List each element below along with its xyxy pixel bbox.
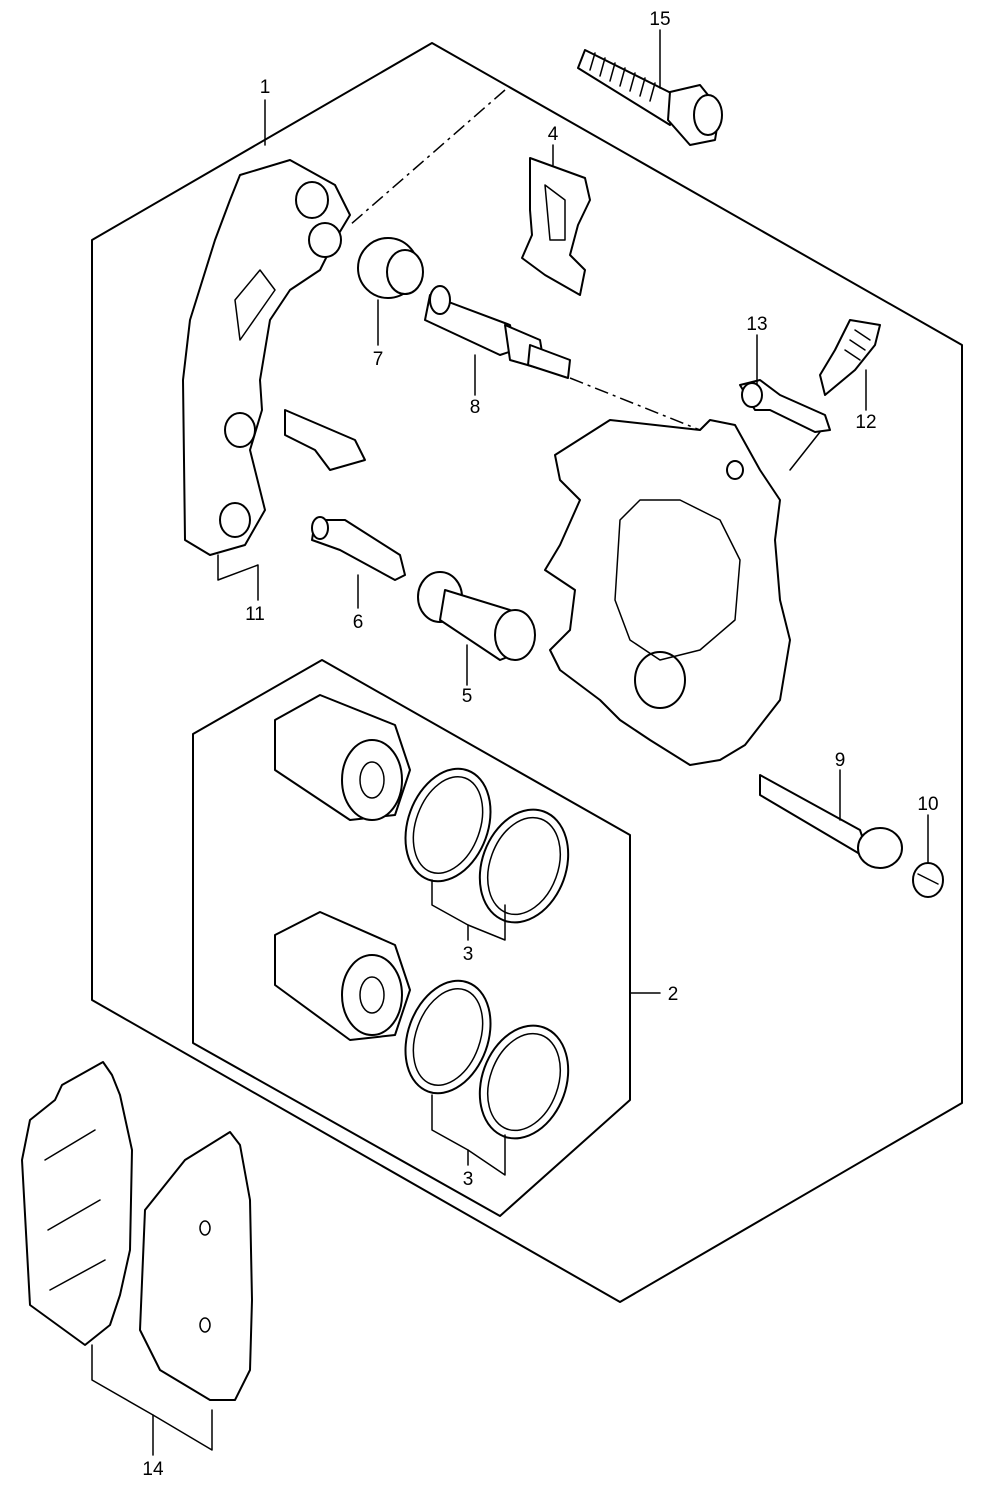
bleeder-part-12 xyxy=(819,319,881,396)
seal-kit-outline xyxy=(192,659,631,1217)
bolt-part-15 xyxy=(577,49,723,146)
bolt-part-5 xyxy=(417,571,536,661)
pin-part-8 xyxy=(424,285,571,379)
pin-part-9 xyxy=(759,774,903,869)
piston-lower xyxy=(274,911,411,1041)
callout-10: 10 xyxy=(917,794,938,815)
assembly-outline xyxy=(91,42,963,1303)
pin-part-6 xyxy=(311,516,406,581)
pad-spring-part-4 xyxy=(521,157,591,296)
callout-6: 6 xyxy=(353,612,364,633)
alignment-lines xyxy=(349,89,701,431)
callout-3-lower: 3 xyxy=(463,1169,474,1190)
seal-ring-upper-1 xyxy=(404,767,492,883)
piston-upper xyxy=(274,694,411,821)
caliper-body xyxy=(544,419,791,766)
callout-5: 5 xyxy=(462,686,473,707)
brake-pad-rear xyxy=(139,1131,253,1401)
callout-15: 15 xyxy=(649,9,670,30)
seal-ring-lower-2 xyxy=(478,1024,570,1140)
caliper-bracket-part-11 xyxy=(182,159,351,556)
callout-3-upper: 3 xyxy=(463,944,474,965)
callout-11: 11 xyxy=(245,604,265,625)
brake-pad-front xyxy=(21,1061,133,1346)
callout-13: 13 xyxy=(746,314,767,335)
callout-4: 4 xyxy=(548,124,559,145)
callout-1: 1 xyxy=(260,77,271,98)
bracket-clip xyxy=(284,409,366,471)
callout-9: 9 xyxy=(835,750,846,771)
seal-ring-upper-2 xyxy=(478,808,570,924)
callout-14: 14 xyxy=(142,1459,164,1480)
callout-7: 7 xyxy=(373,349,384,370)
callout-2: 2 xyxy=(668,984,679,1005)
leader-lines xyxy=(91,29,929,1456)
seal-ring-lower-1 xyxy=(404,979,492,1095)
boot-part-7 xyxy=(357,237,424,299)
callout-8: 8 xyxy=(470,397,481,418)
cap-part-13 xyxy=(739,379,831,433)
callout-12: 12 xyxy=(855,412,876,433)
plug-part-10 xyxy=(912,862,944,898)
